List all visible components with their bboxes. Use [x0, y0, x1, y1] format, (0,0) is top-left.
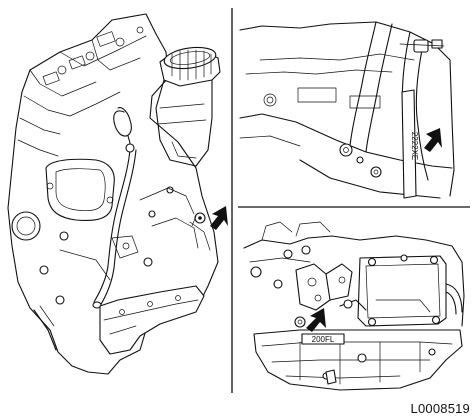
tube-marking-label: 2222XE: [410, 132, 419, 160]
panel-dividers: [231, 8, 470, 393]
dipstick-marking-detail-panel: 2222XE: [239, 21, 455, 199]
oil-pan-detail-panel: 200FL: [243, 221, 465, 391]
figure-reference-code: L0008519: [410, 401, 470, 416]
engine-overview-panel: [7, 13, 228, 375]
dipstick-tube-markings: 2222XE: [410, 132, 419, 160]
plate-label: 200FL: [312, 335, 335, 344]
